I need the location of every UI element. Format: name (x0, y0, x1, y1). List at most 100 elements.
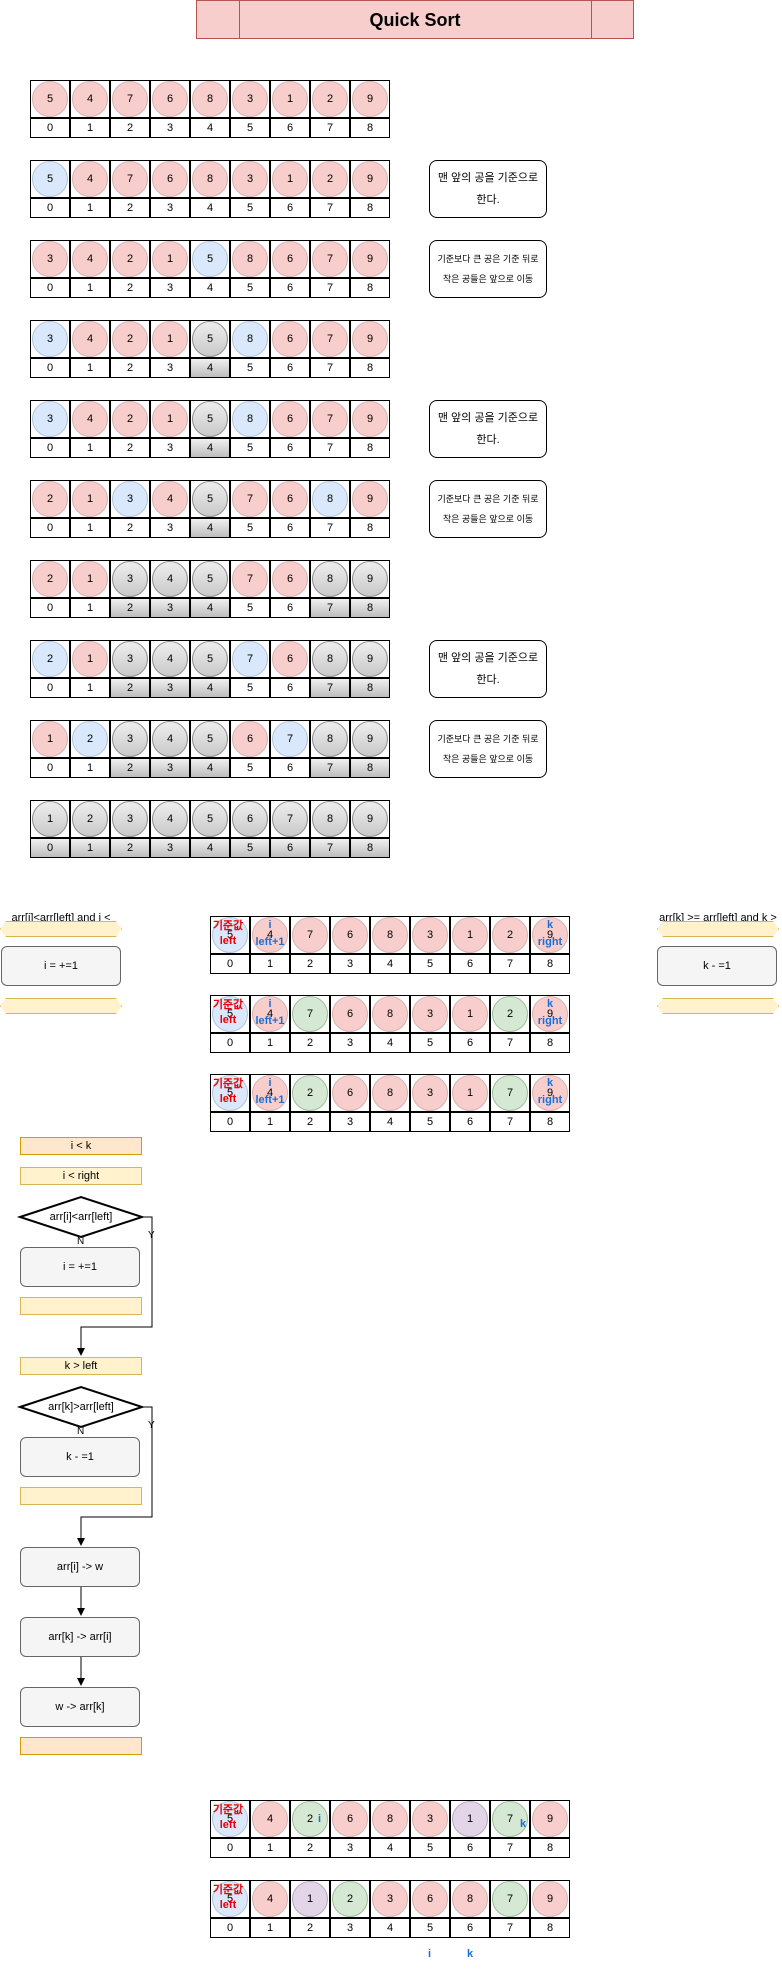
array-cell (350, 800, 390, 838)
ball: 8 (312, 481, 348, 517)
ball: 3 (412, 1075, 448, 1111)
ball: 2 (72, 801, 108, 837)
array-cell (70, 640, 110, 678)
ball: 3 (412, 917, 448, 953)
array-cell (230, 800, 270, 838)
array-cell (230, 240, 270, 278)
ball: 2 (492, 996, 528, 1032)
ball: 1 (452, 996, 488, 1032)
index-cell: 3 (330, 1838, 370, 1858)
array-cell (270, 640, 310, 678)
increment-i-box: i = +=1 (1, 946, 121, 986)
array-cell (330, 995, 370, 1033)
array-cell (350, 480, 390, 518)
ball: 8 (192, 81, 228, 117)
index-cell: 1 (70, 838, 110, 858)
explanation-note: 기준보다 큰 공은 기준 뒤로 작은 공들은 앞으로 이동 (429, 720, 547, 778)
explanation-note: 맨 앞의 공을 기준으로 한다. (429, 160, 547, 218)
array-cell (350, 160, 390, 198)
index-cell: 5 (410, 954, 450, 974)
index-cell: 6 (450, 1838, 490, 1858)
ball: 5 (192, 721, 228, 757)
ball: 4 (152, 481, 188, 517)
index-cell: 2 (110, 118, 150, 138)
ball: 6 (272, 401, 308, 437)
index-cell: 1 (250, 1112, 290, 1132)
index-cell: 7 (310, 678, 350, 698)
index-cell: 0 (30, 518, 70, 538)
index-cell: 1 (70, 438, 110, 458)
index-cell: 8 (350, 758, 390, 778)
array-cell (490, 995, 530, 1033)
decrement-k-box: k - =1 (657, 946, 777, 986)
array-cell (110, 320, 150, 358)
index-cell: 4 (190, 118, 230, 138)
i-label: i (268, 998, 272, 1010)
index-cell: 1 (70, 598, 110, 618)
array-cell (450, 995, 490, 1033)
no-label: N (77, 1236, 85, 1247)
index-cell: 3 (150, 118, 190, 138)
ball: 4 (152, 561, 188, 597)
array-cell (330, 916, 370, 954)
k-label: k (546, 1077, 554, 1089)
ball: 9 (352, 641, 388, 677)
index-cell: 7 (310, 118, 350, 138)
array-cell (110, 640, 150, 678)
array-cell (450, 1074, 490, 1112)
left-label: left (219, 1093, 237, 1105)
array-cell (150, 640, 190, 678)
index-cell: 8 (350, 358, 390, 378)
array-cell (370, 995, 410, 1033)
left-plus-one-label: left+1 (255, 1015, 285, 1027)
array-cell (190, 720, 230, 758)
yes-label: Y (148, 1420, 155, 1431)
array-cell (410, 916, 450, 954)
array-cell (290, 1880, 330, 1918)
index-cell: 7 (310, 278, 350, 298)
index-cell: 3 (150, 678, 190, 698)
array-cell (290, 1800, 330, 1838)
array-cell (210, 1074, 250, 1112)
ball: 2 (72, 721, 108, 757)
ball: 7 (492, 1801, 528, 1837)
ball: 2 (32, 641, 68, 677)
index-cell: 8 (350, 518, 390, 538)
array-cell (190, 240, 230, 278)
index-cell: 3 (330, 1033, 370, 1053)
array-cell (330, 1800, 370, 1838)
ball: 4 (252, 1075, 288, 1111)
index-cell: 5 (230, 758, 270, 778)
array-cell (230, 320, 270, 358)
ball: 3 (112, 721, 148, 757)
while-i-lt-k: i < k (20, 1137, 142, 1155)
array-cell (530, 995, 570, 1033)
array-cell (70, 480, 110, 518)
ball: 4 (252, 917, 288, 953)
array-cell (230, 640, 270, 678)
array-cell (270, 720, 310, 758)
index-cell: 3 (150, 838, 190, 858)
ball: 9 (352, 721, 388, 757)
ball: 4 (252, 1881, 288, 1917)
ball: 6 (272, 481, 308, 517)
array-cell (490, 1880, 530, 1918)
index-cell: 5 (410, 1838, 450, 1858)
array-cell (210, 995, 250, 1033)
array-cell (150, 480, 190, 518)
array-cell (70, 240, 110, 278)
index-cell: 7 (490, 1112, 530, 1132)
array-cell (310, 80, 350, 118)
array-cell (150, 240, 190, 278)
index-cell: 8 (530, 1112, 570, 1132)
ball: 9 (532, 917, 568, 953)
ball: 4 (252, 1801, 288, 1837)
index-cell: 7 (310, 598, 350, 618)
index-cell: 7 (310, 358, 350, 378)
ball: 5 (192, 321, 228, 357)
